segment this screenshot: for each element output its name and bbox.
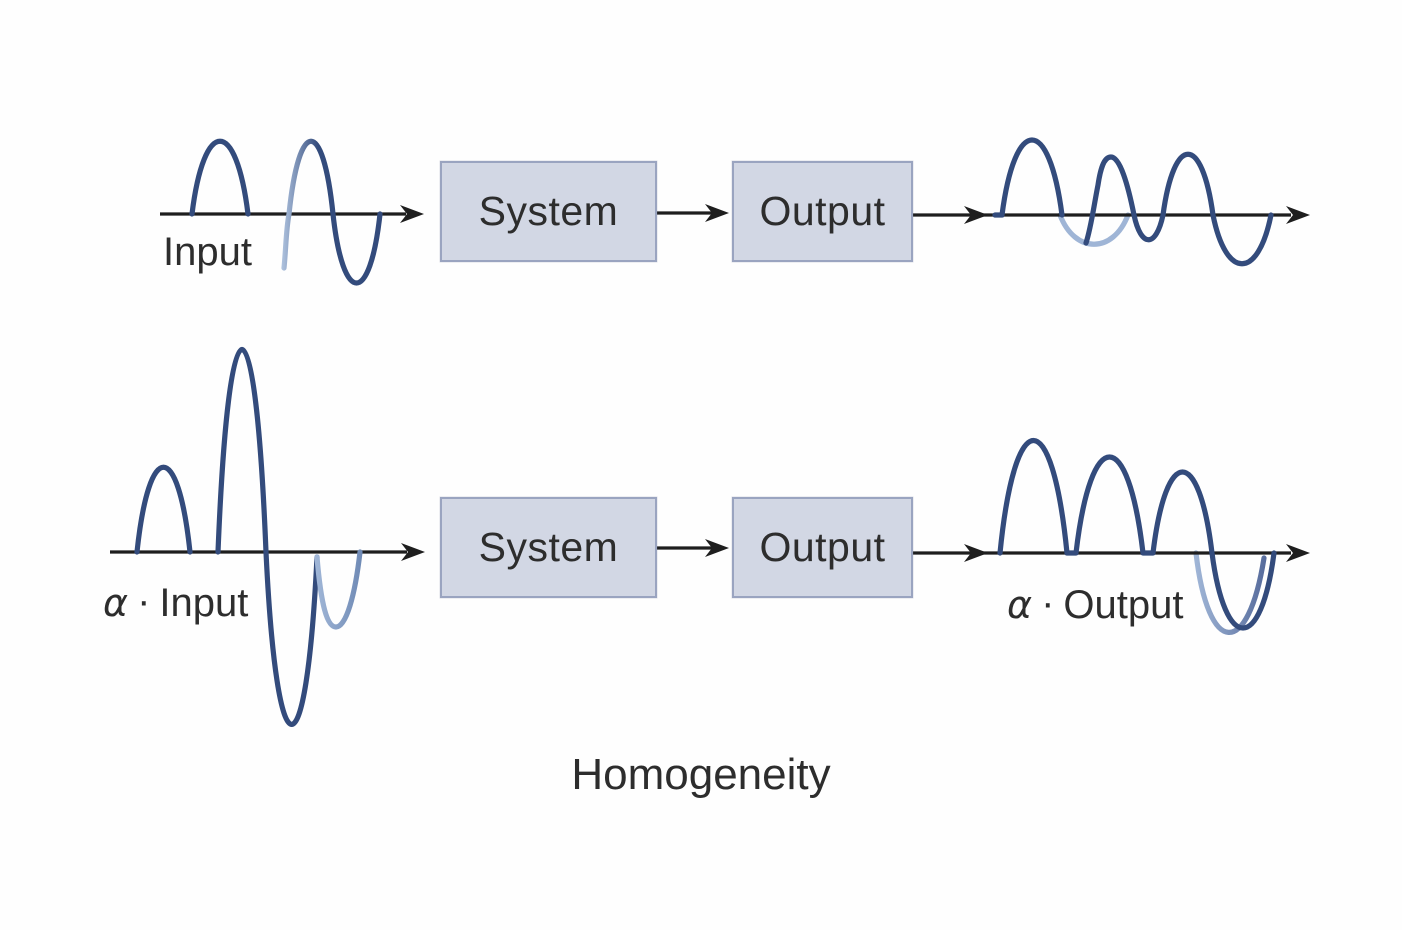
- output-box-row2: Output: [732, 497, 913, 598]
- output-ghost-dip-row1: [1057, 212, 1131, 247]
- scaled-output-caption-text: Output: [1063, 583, 1184, 627]
- scaled-input-caption-text: Input: [159, 581, 249, 625]
- arrowhead-mid-row1: [705, 204, 729, 222]
- diagram-title: Homogeneity: [571, 750, 831, 799]
- system-box-row1: System: [440, 161, 657, 262]
- scaled-input-bigwave-row2: [215, 346, 320, 727]
- multiplication-dot: ·: [1041, 581, 1055, 625]
- scaled-input-caption-row2: α·Input: [103, 579, 249, 626]
- multiplication-dot: ·: [137, 579, 151, 623]
- output-box-row1: Output: [732, 161, 913, 262]
- input-waveform-lobe-row1: [189, 138, 251, 217]
- input-caption-text-row1: Input: [163, 230, 252, 274]
- scaled-input-smalldip-row2: [314, 549, 363, 630]
- scaled-output-caption-row2: α·Output: [1007, 581, 1184, 628]
- input-caption-row1: Input: [163, 230, 252, 275]
- alpha-symbol: α: [1007, 583, 1033, 627]
- arrowhead-output-row2: [964, 544, 988, 562]
- output-waveform-tail-row1: [1083, 151, 1274, 267]
- scaled-output-waveform-row2: [997, 438, 1277, 631]
- output-ghost-dip-row2: [1193, 550, 1267, 635]
- arrowhead-input-row2: [401, 543, 425, 561]
- arrowhead-output-row1: [964, 206, 988, 224]
- system-box-label-row1: System: [478, 188, 619, 234]
- arrowhead-axis-end-row2: [1286, 544, 1310, 562]
- input-waveform-cycle-row1: [281, 138, 383, 286]
- arrowhead-axis-end-row1: [1286, 206, 1310, 224]
- output-box-label-row1: Output: [759, 188, 886, 234]
- system-box-label-row2: System: [478, 524, 619, 570]
- output-waveform-hump1-row1: [992, 137, 1065, 218]
- arrowhead-input-row1: [400, 205, 424, 223]
- system-box-row2: System: [440, 497, 657, 598]
- arrowhead-mid-row2: [705, 539, 729, 557]
- alpha-symbol: α: [103, 581, 129, 625]
- output-box-label-row2: Output: [759, 524, 886, 570]
- scaled-input-lobe-row2: [134, 464, 193, 555]
